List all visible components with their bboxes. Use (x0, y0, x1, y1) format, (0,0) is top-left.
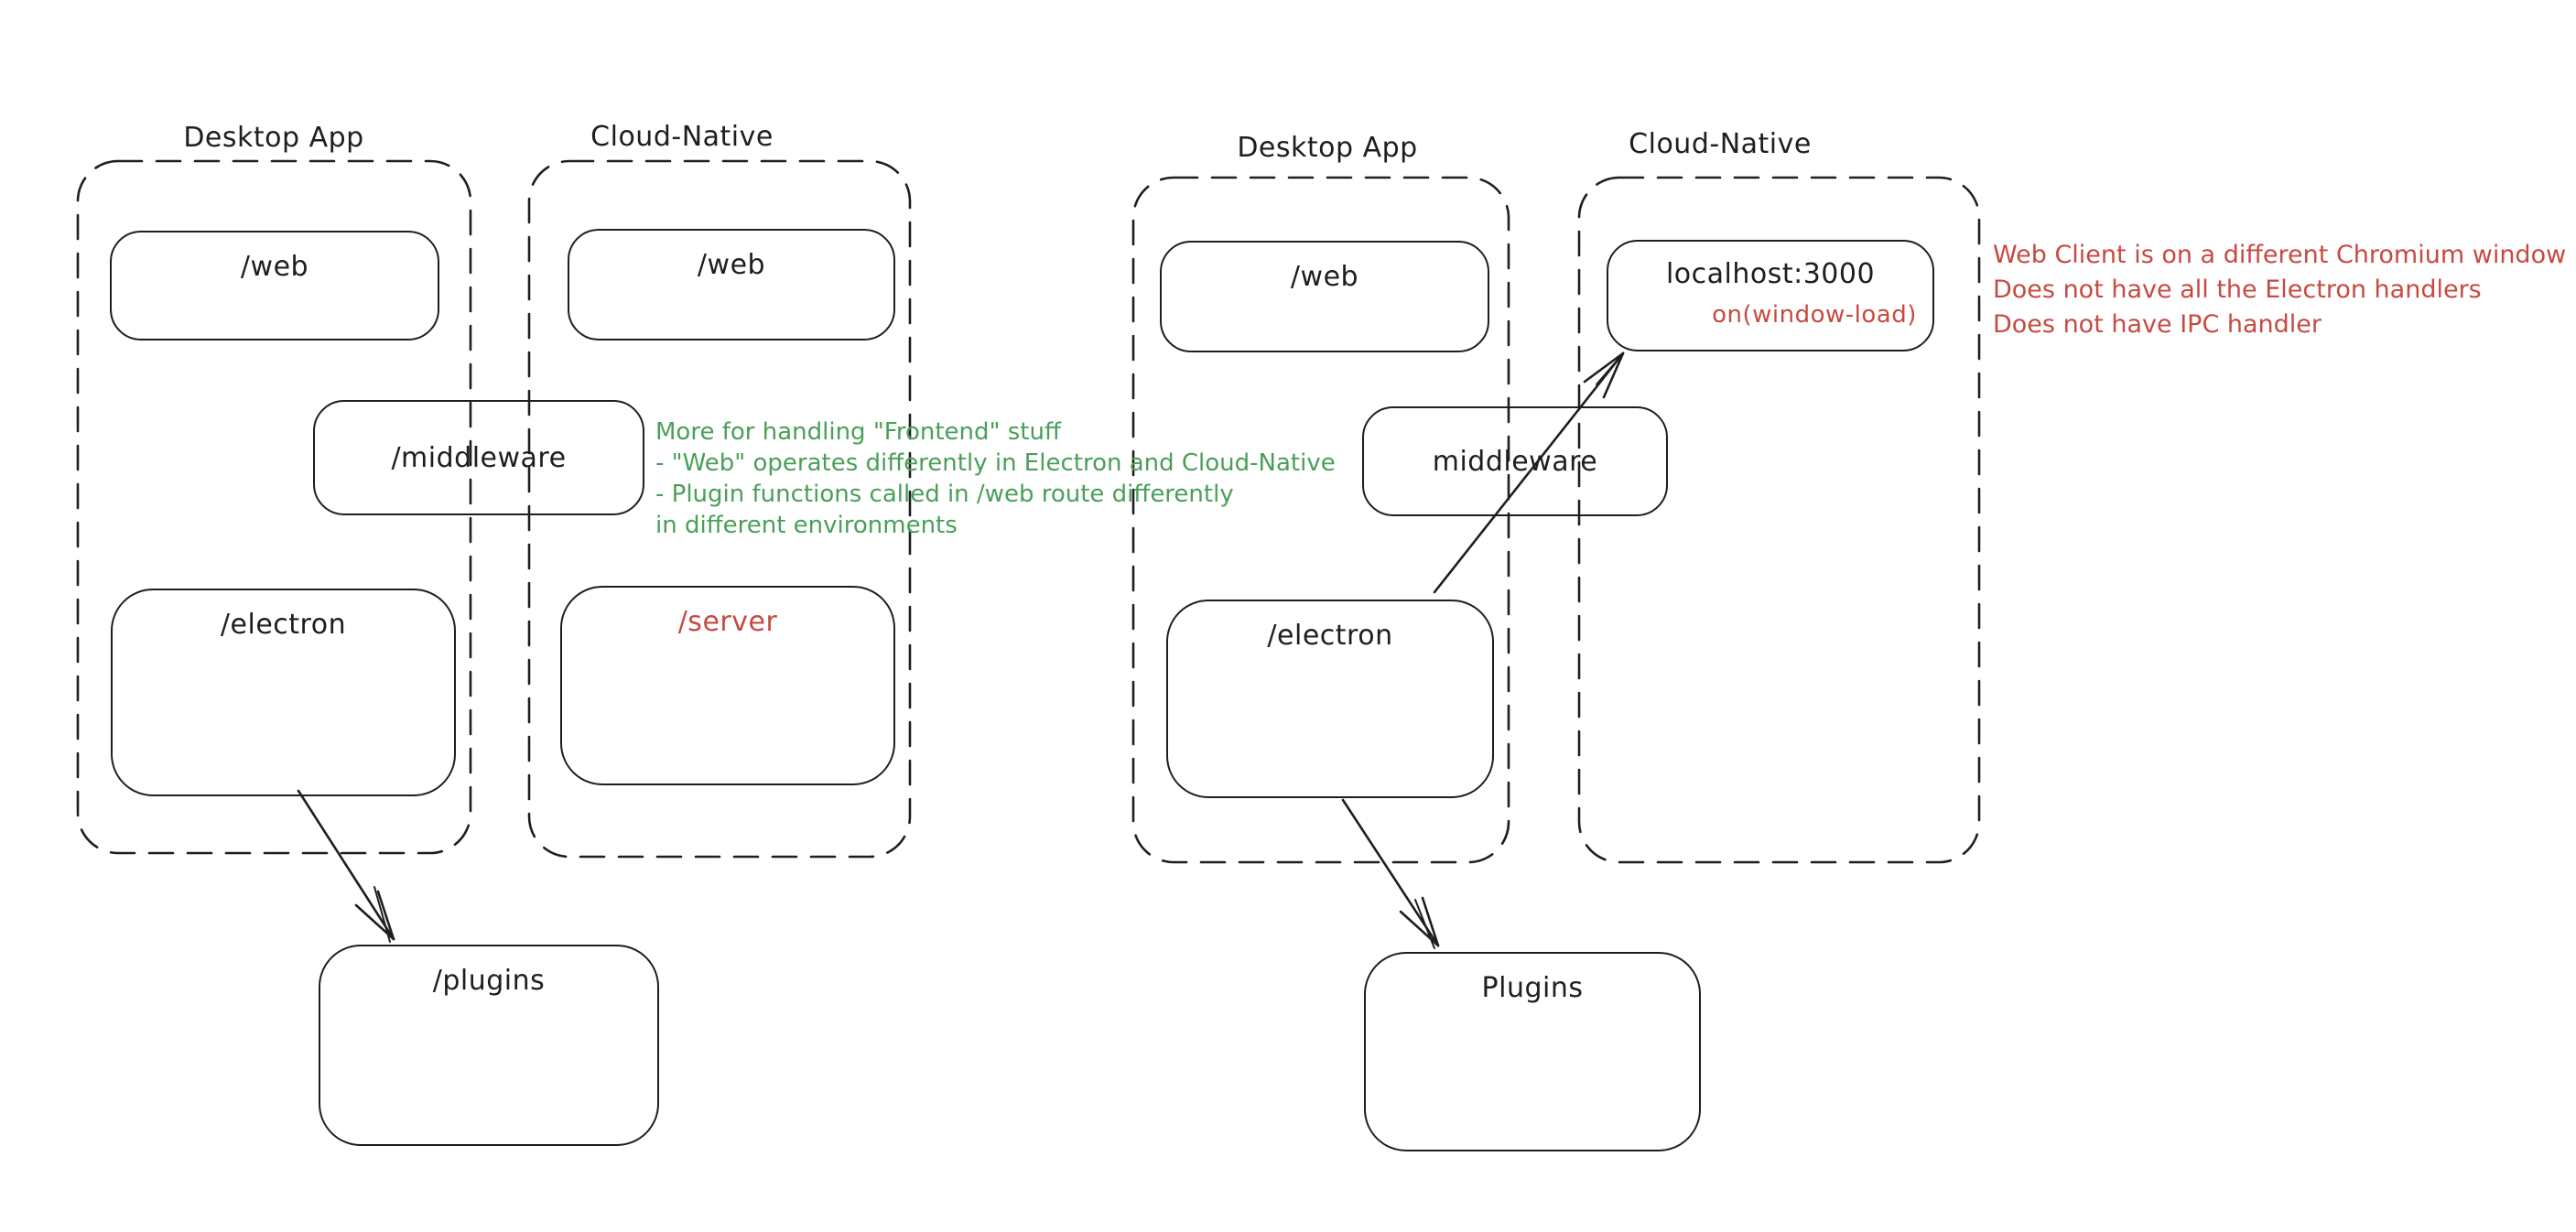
edge-right-electron-to-localhost[interactable] (1433, 351, 1625, 594)
node-label: middleware (1432, 445, 1598, 478)
annotation-line: Does not have all the Electron handlers (1993, 276, 2482, 304)
node-right-localhost-3000[interactable]: localhost:3000 on(window-load) (1607, 240, 1934, 351)
group-label-left-desktop-app: Desktop App (183, 122, 364, 154)
annotation-line: Does not have IPC handler (1993, 310, 2322, 339)
container-left-desktop-app[interactable] (76, 159, 472, 855)
container-right-cloud-native[interactable] (1577, 176, 1981, 864)
node-label: /electron (1267, 620, 1393, 652)
node-label: /web (240, 251, 309, 283)
node-sublabel: on(window-load) (1712, 301, 1917, 329)
node-label: /server (677, 606, 778, 638)
edge-right-electron-to-plugins[interactable] (1341, 798, 1440, 949)
annotation-line: - "Web" operates differently in Electron… (655, 449, 1336, 477)
annotation-middleware-note[interactable]: More for handling "Frontend" stuff - "We… (655, 416, 1336, 541)
node-left-server[interactable]: /server (560, 586, 895, 785)
node-left-electron[interactable]: /electron (111, 589, 456, 796)
node-label: /plugins (432, 965, 546, 997)
annotation-web-client-note[interactable]: Web Client is on a different Chromium wi… (1993, 238, 2566, 342)
node-left-plugins[interactable]: /plugins (319, 945, 659, 1146)
container-right-desktop-app[interactable] (1131, 176, 1510, 864)
node-label: /web (1290, 261, 1359, 293)
node-right-web[interactable]: /web (1160, 241, 1489, 352)
group-label-right-cloud-native: Cloud-Native (1629, 128, 1812, 160)
annotation-line: Web Client is on a different Chromium wi… (1993, 241, 2567, 269)
node-label: localhost:3000 (1665, 258, 1876, 290)
node-label: /web (697, 249, 766, 281)
node-label: /middleware (391, 441, 567, 474)
node-left-web-cloud[interactable]: /web (568, 229, 895, 340)
annotation-line: in different environments (655, 512, 958, 539)
group-label-left-cloud-native: Cloud-Native (590, 121, 774, 153)
node-label: /electron (220, 609, 347, 641)
group-label-right-desktop-app: Desktop App (1237, 132, 1418, 164)
node-right-electron[interactable]: /electron (1166, 600, 1494, 798)
edge-left-electron-to-plugins[interactable] (297, 789, 395, 943)
node-left-middleware[interactable]: /middleware (313, 400, 644, 515)
node-right-middleware[interactable]: middleware (1362, 406, 1668, 516)
node-left-web-desktop[interactable]: /web (110, 231, 439, 340)
node-label: Plugins (1481, 972, 1584, 1004)
annotation-line: - Plugin functions called in /web route … (655, 481, 1234, 508)
container-left-cloud-native[interactable] (527, 159, 912, 859)
annotation-line: More for handling "Frontend" stuff (655, 418, 1061, 446)
node-right-plugins[interactable]: Plugins (1364, 952, 1701, 1151)
